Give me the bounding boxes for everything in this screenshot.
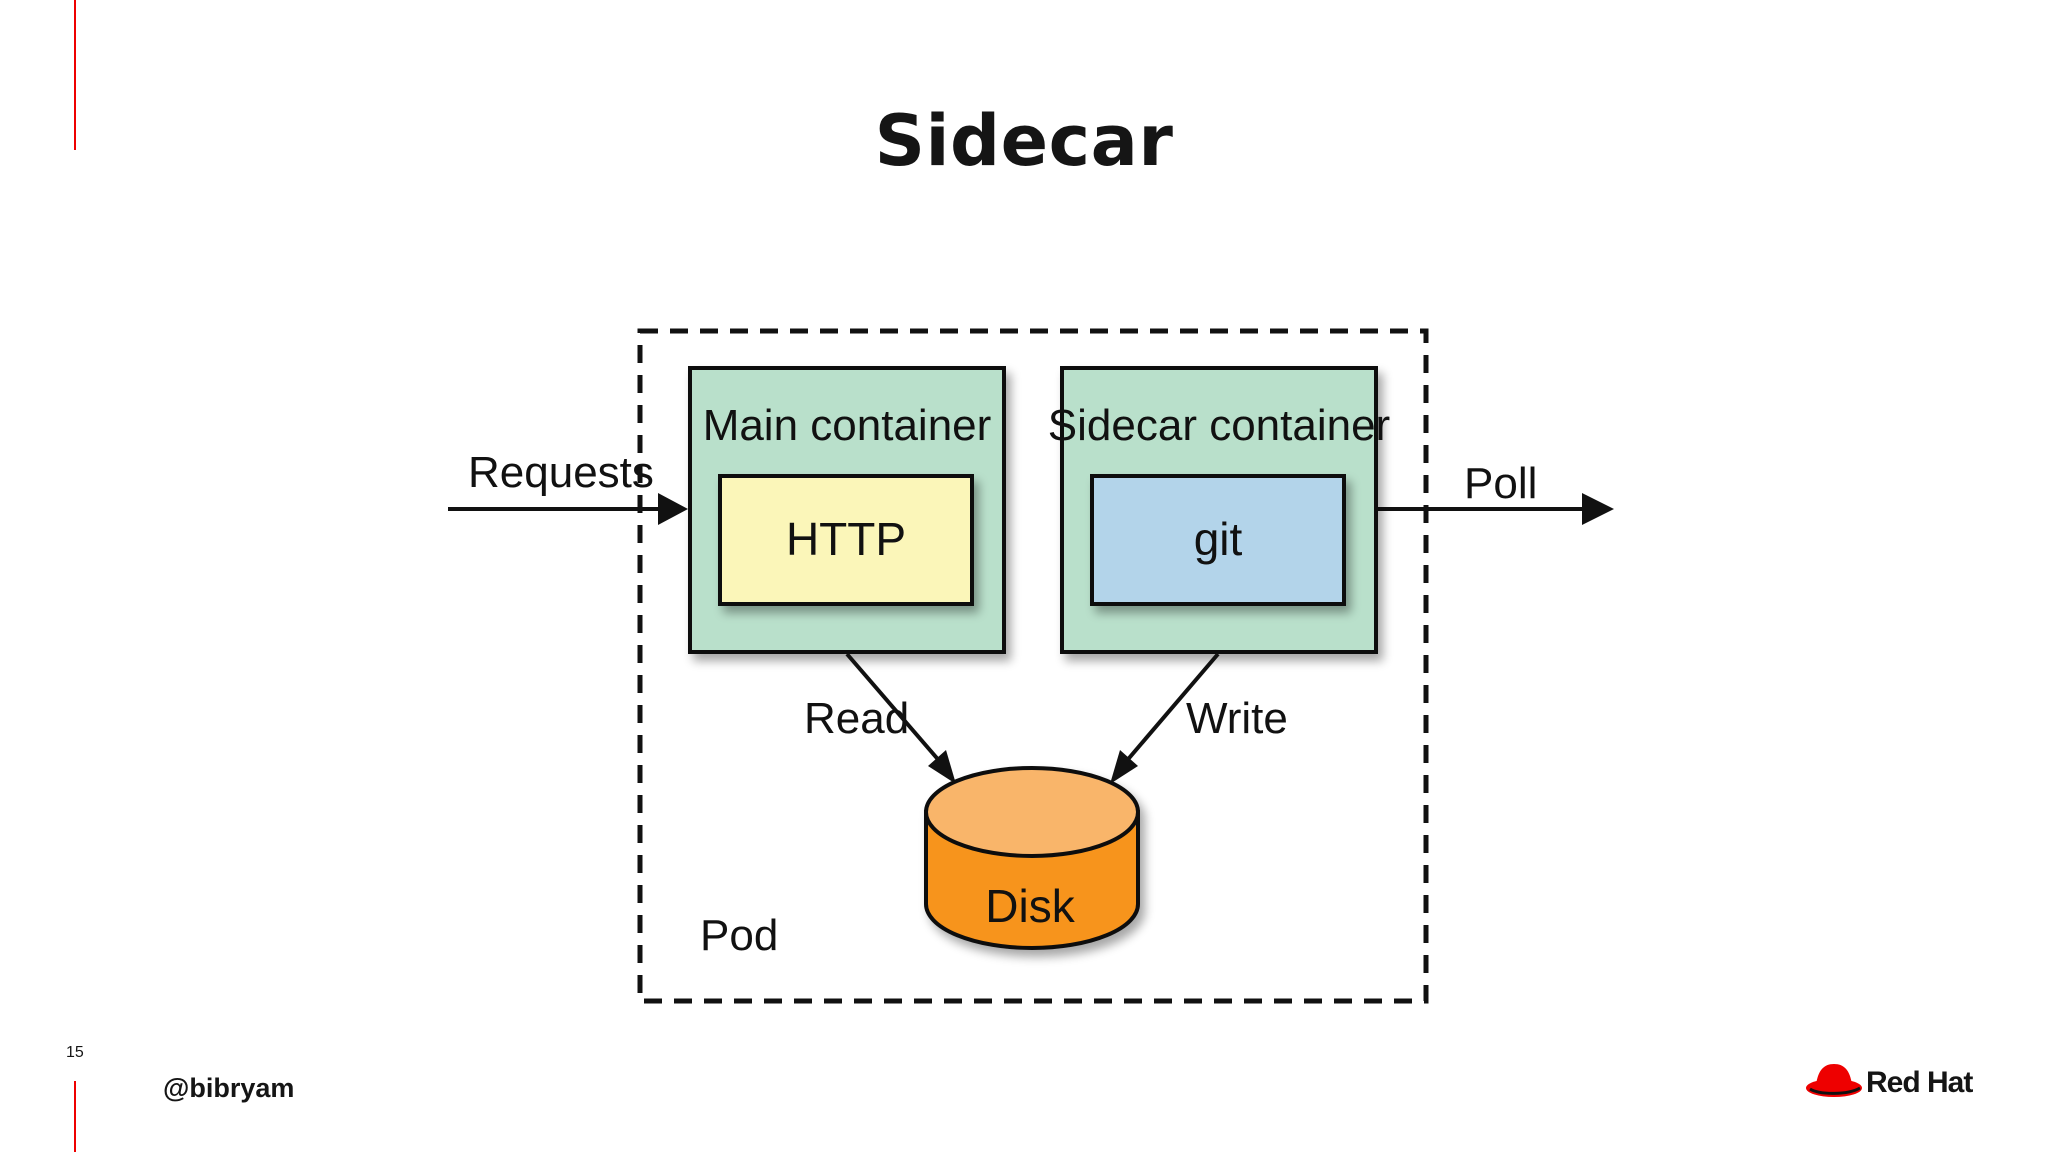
write-arrowhead [1110, 750, 1138, 784]
read-arrow [845, 652, 944, 766]
main-container-label: Main container [703, 401, 992, 450]
page-number: 15 [66, 1044, 84, 1061]
pod-boundary [637, 328, 1429, 1004]
sidecar-container-label: Sidecar container [1048, 401, 1390, 450]
disk-cylinder [924, 766, 1140, 950]
git-box [1090, 474, 1346, 606]
red-accent-rule-top [74, 0, 76, 150]
author-handle: @bibryam [163, 1073, 295, 1103]
poll-label: Poll [1464, 459, 1537, 508]
git-label: git [1194, 513, 1243, 565]
requests-label: Requests [468, 448, 654, 497]
http-box [718, 474, 974, 606]
red-hat-logo-text: Red Hat [1866, 1066, 1973, 1099]
read-label: Read [804, 694, 909, 743]
red-accent-rule-bottom [74, 1081, 76, 1152]
requests-arrowhead [658, 493, 688, 525]
slide-title: Sidecar [874, 100, 1174, 182]
http-label: HTTP [786, 513, 906, 565]
disk-label: Disk [985, 880, 1075, 932]
red-hat-logo-icon [1806, 1064, 1862, 1097]
pod-label: Pod [700, 911, 778, 960]
read-arrowhead [928, 750, 956, 784]
write-arrow [1122, 652, 1220, 766]
write-label: Write [1186, 694, 1288, 743]
poll-arrowhead [1582, 493, 1614, 525]
